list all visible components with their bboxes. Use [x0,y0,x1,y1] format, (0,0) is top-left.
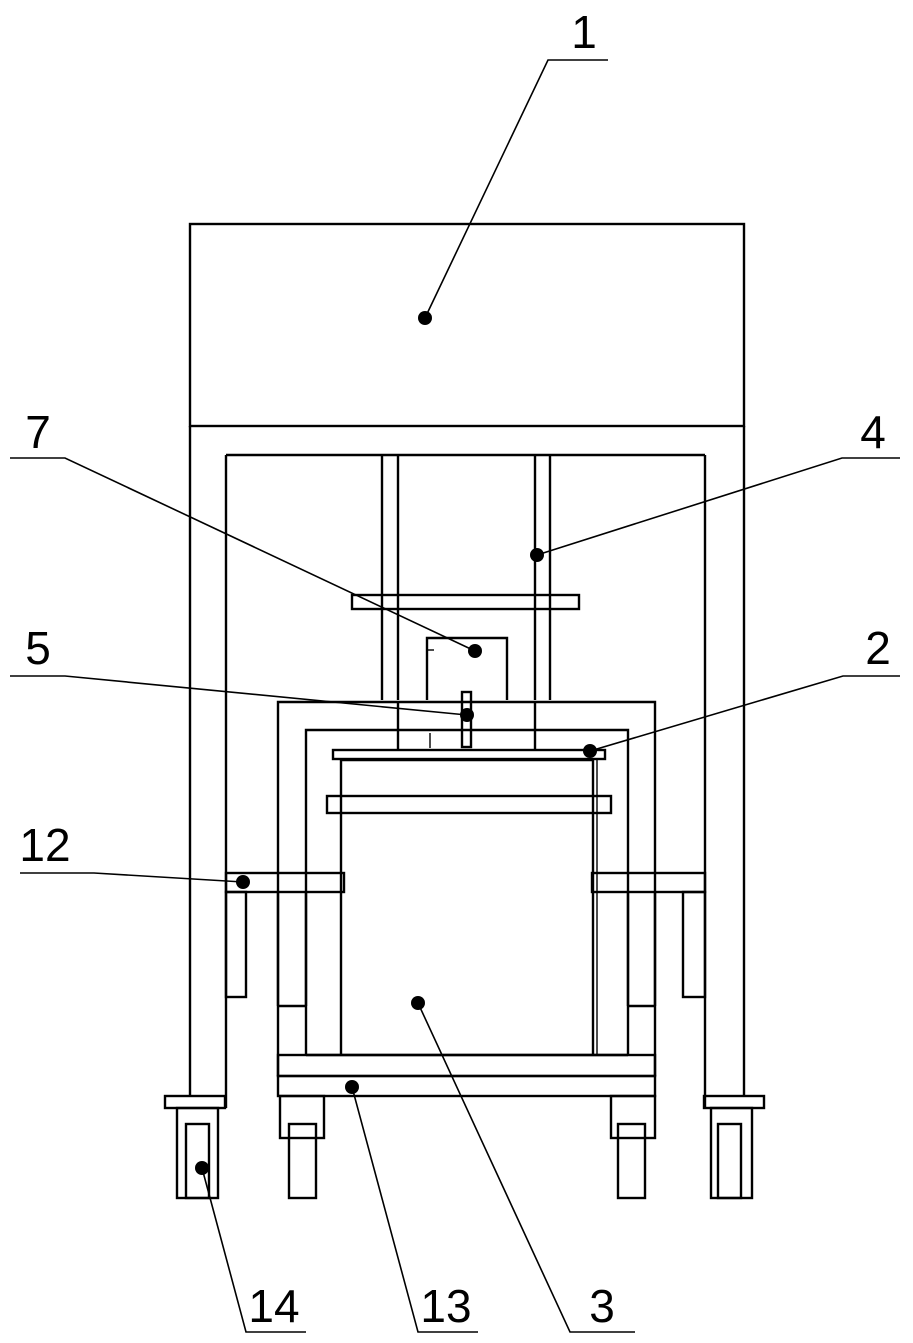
guide-rods [380,455,552,750]
leader-dots [195,311,597,1175]
caster-inner-right [609,1094,657,1200]
callout-12: 12 [19,819,70,871]
cart-base [276,1053,657,1098]
callout-14: 14 [248,1280,299,1332]
container [325,758,613,1055]
caster-outer-right [702,1094,766,1200]
upper-plate [350,593,581,611]
callout-3: 3 [589,1280,615,1332]
side-arms [224,871,707,1006]
caster-inner-left [278,1094,326,1200]
callout-4: 4 [860,406,886,458]
caster-outer-left [163,1094,227,1200]
callout-7: 7 [25,406,51,458]
outer-frame [188,222,746,1108]
callout-2: 2 [865,622,891,674]
callout-1: 1 [571,6,597,58]
callout-13: 13 [420,1280,471,1332]
leader-lines [10,59,900,1333]
cylinder-housing [425,636,509,748]
callout-labels: 1 4 7 5 2 12 14 13 3 [19,6,890,1332]
callout-5: 5 [25,622,51,674]
